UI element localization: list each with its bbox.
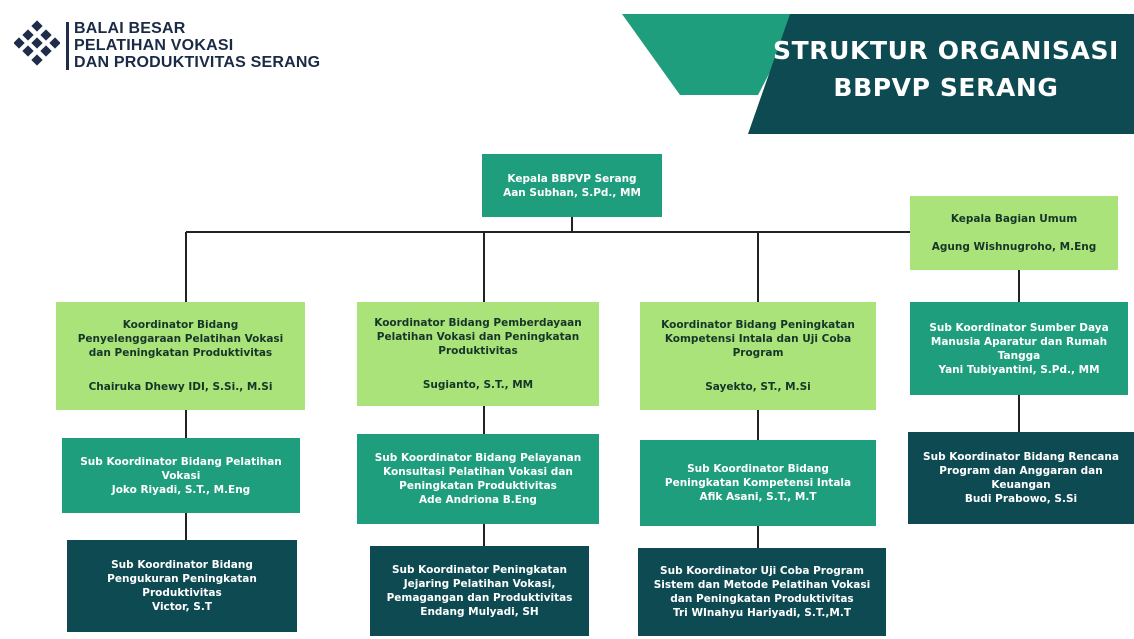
ministry-emblem-icon	[14, 20, 60, 66]
page-title: STRUKTUR ORGANISASI BBPVP SERANG	[766, 32, 1126, 106]
sub-title-1a: Sub Koordinator Bidang Pelatihan Vokasi	[80, 455, 282, 482]
coordinator-title-2: Koordinator Bidang Pemberdayaan Pelatiha…	[374, 317, 582, 357]
sub-name-4a: Yani Tubiyantini, S.Pd., MM	[938, 363, 1100, 376]
institution-name: BALAI BESAR PELATIHAN VOKASI DAN PRODUKT…	[74, 20, 320, 71]
sub-title-1b: Sub Koordinator Bidang Pengukuran Pening…	[107, 559, 257, 599]
sub-name-2b: Endang Mulyadi, SH	[420, 606, 539, 618]
sub-coordinator-box-4a: Sub Koordinator Sumber Daya Manusia Apar…	[910, 302, 1128, 395]
sub-name-1a: Joko Riyadi, S.T., M.Eng	[111, 483, 251, 496]
coordinator-box-1: Koordinator Bidang Penyelenggaraan Pelat…	[56, 302, 305, 410]
sub-name-3b: Tri WInahyu Hariyadi, S.T.,M.T	[673, 607, 851, 619]
general-title: Kepala Bagian Umum	[950, 213, 1078, 225]
institution-line-2: PELATIHAN VOKASI	[74, 37, 234, 54]
coordinator-name-3: Sayekto, ST., M.Si	[705, 381, 811, 393]
head-title: Kepala BBPVP Serang	[507, 172, 637, 185]
sub-title-2b: Sub Koordinator Peningkatan Jejaring Pel…	[386, 564, 573, 604]
sub-coordinator-box-2a: Sub Koordinator Bidang Pelayanan Konsult…	[357, 434, 599, 524]
coordinator-name-2: Sugianto, S.T., MM	[422, 379, 534, 391]
sub-name-4b: Budi Prabowo, S.Si	[964, 493, 1078, 505]
sub-coordinator-box-3a: Sub Koordinator Bidang Peningkatan Kompe…	[640, 440, 876, 526]
coordinator-title-3: Koordinator Bidang Peningkatan Kompetens…	[661, 319, 855, 359]
title-banner	[622, 14, 1134, 134]
coordinator-title-1: Koordinator Bidang Penyelenggaraan Pelat…	[77, 319, 284, 359]
banner-dark-shape	[748, 14, 1134, 134]
coordinator-box-3: Koordinator Bidang Peningkatan Kompetens…	[640, 302, 876, 410]
general-affairs-box: Kepala Bagian Umum Agung Wishnugroho, M.…	[910, 196, 1118, 270]
sub-title-4b: Sub Koordinator Bidang Rencana Program d…	[923, 451, 1119, 491]
sub-coordinator-box-2b: Sub Koordinator Peningkatan Jejaring Pel…	[370, 546, 589, 636]
coordinator-name-1: Chairuka Dhewy IDI, S.Si., M.Si	[88, 381, 273, 393]
sub-name-3a: Afik Asani, S.T., M.T	[699, 491, 817, 503]
banner-accent-shape	[622, 14, 800, 95]
title-line-2: BBPVP SERANG	[833, 73, 1059, 102]
institution-line-3: DAN PRODUKTIVITAS SERANG	[74, 54, 321, 71]
institution-line-1: BALAI BESAR	[74, 20, 186, 37]
sub-title-4a: Sub Koordinator Sumber Daya Manusia Apar…	[929, 321, 1109, 362]
sub-title-3a: Sub Koordinator Bidang Peningkatan Kompe…	[664, 463, 852, 489]
sub-coordinator-box-1a: Sub Koordinator Bidang Pelatihan Vokasi …	[62, 438, 300, 513]
sub-coordinator-box-4b: Sub Koordinator Bidang Rencana Program d…	[908, 432, 1134, 524]
sub-title-2a: Sub Koordinator Bidang Pelayanan Konsult…	[374, 452, 582, 492]
sub-coordinator-box-3b: Sub Koordinator Uji Coba Program Sistem …	[638, 548, 886, 636]
logo-divider	[66, 22, 69, 70]
sub-name-1b: Victor, S.T	[152, 601, 212, 613]
sub-title-3b: Sub Koordinator Uji Coba Program Sistem …	[653, 565, 871, 605]
sub-coordinator-box-1b: Sub Koordinator Bidang Pengukuran Pening…	[67, 540, 297, 632]
head-name: Aan Subhan, S.Pd., MM	[503, 186, 641, 199]
coordinator-box-2: Koordinator Bidang Pemberdayaan Pelatiha…	[357, 302, 599, 406]
head-box: Kepala BBPVP Serang Aan Subhan, S.Pd., M…	[482, 154, 662, 217]
general-name: Agung Wishnugroho, M.Eng	[931, 241, 1097, 253]
title-line-1: STRUKTUR ORGANISASI	[773, 36, 1119, 65]
sub-name-2a: Ade Andriona B.Eng	[419, 494, 537, 506]
